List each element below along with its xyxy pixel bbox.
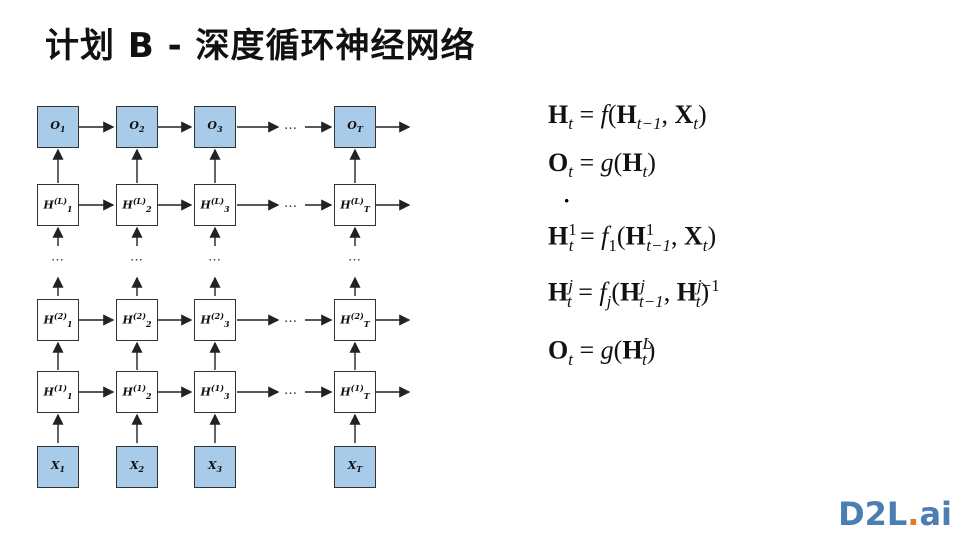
hidden-box-1: H(1)3	[194, 371, 236, 413]
hidden-box-2: H(2)1	[37, 299, 79, 341]
hidden-box-2: H(2)3	[194, 299, 236, 341]
equation-2: Ot = g(Ht)	[548, 148, 656, 182]
hidden-box-L: H(L)2	[116, 184, 158, 226]
equation-1: Ht = f(Ht−1, Xt)	[548, 100, 707, 134]
output-box: OT	[334, 106, 376, 148]
d2l-logo: D2L.ai	[838, 495, 952, 533]
output-box: O2	[116, 106, 158, 148]
hidden-box-1: H(1)2	[116, 371, 158, 413]
hidden-box-L: H(L)1	[37, 184, 79, 226]
hidden-box-1: H(1)1	[37, 371, 79, 413]
hidden-box-L: H(L)T	[334, 184, 376, 226]
ellipsis-h2: …	[284, 311, 297, 326]
input-box: X3	[194, 446, 236, 488]
equation-3: H1t = f1(H1t−1, Xt)	[548, 220, 717, 255]
hidden-box-2: H(2)T	[334, 299, 376, 341]
input-box: XT	[334, 446, 376, 488]
output-box: O1	[37, 106, 79, 148]
equation-5: Ot = g(HLt)	[548, 334, 656, 369]
vdots-T: ⋯	[348, 253, 361, 268]
separator-dot: ·	[563, 188, 571, 213]
output-box: O3	[194, 106, 236, 148]
hidden-box-1: H(1)T	[334, 371, 376, 413]
vdots-2: ⋯	[130, 253, 143, 268]
ellipsis-hl: …	[284, 196, 297, 211]
input-box: X1	[37, 446, 79, 488]
vdots-1: ⋯	[51, 253, 64, 268]
input-box: X2	[116, 446, 158, 488]
vdots-3: ⋯	[208, 253, 221, 268]
equation-4: Hjt = fj(Hjt−1, Hj−1t)	[548, 276, 720, 311]
hidden-box-L: H(L)3	[194, 184, 236, 226]
page-title: 计划 B - 深度循环神经网络	[45, 26, 476, 66]
ellipsis-o: …	[284, 118, 297, 133]
ellipsis-h1: …	[284, 383, 297, 398]
hidden-box-2: H(2)2	[116, 299, 158, 341]
